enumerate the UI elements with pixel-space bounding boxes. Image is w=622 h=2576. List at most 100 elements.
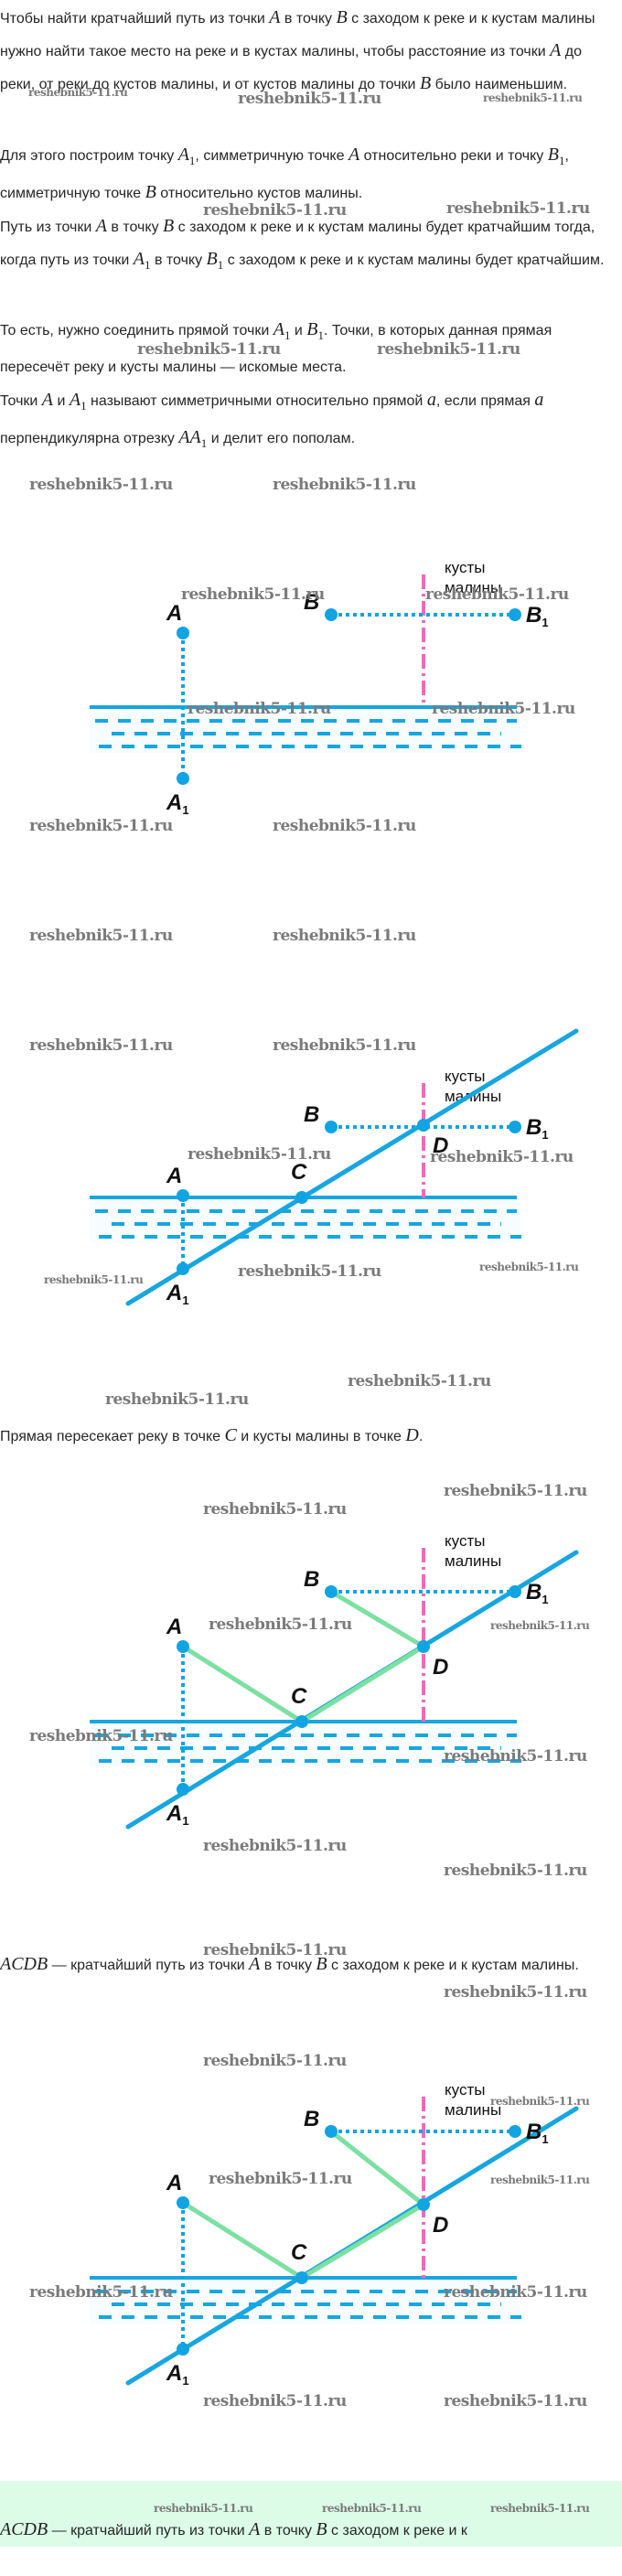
label-a1: A1: [166, 1281, 189, 1307]
point-d: [417, 1640, 430, 1653]
point-c: [295, 2271, 308, 2284]
math-var: a: [426, 390, 436, 410]
math-var: A: [95, 216, 107, 236]
point-a: [177, 627, 189, 639]
watermark: reshebnik5-11.ru: [188, 700, 331, 718]
watermark: reshebnik5-11.ru: [203, 1500, 347, 1519]
math-letter: B: [306, 319, 318, 339]
point-b: [325, 2125, 338, 2138]
text: относительно кустов малины.: [156, 186, 363, 201]
text: . Точки, в которых данная прямая пересеч…: [0, 323, 552, 375]
point-a1: [177, 772, 189, 785]
math-var: A: [269, 7, 281, 27]
point-a: [177, 1640, 189, 1653]
math-letter: B: [206, 249, 218, 269]
math-var: A1: [70, 390, 87, 413]
watermark: reshebnik5-11.ru: [273, 817, 416, 835]
paragraph-answer: ACDB — кратчайший путь из точки A в точк…: [0, 2514, 618, 2547]
bushes-label: кусты: [445, 1532, 485, 1550]
label-a1: A1: [166, 790, 189, 817]
text: относительно реки и точку: [359, 148, 548, 164]
watermark: reshebnik5-11.ru: [29, 1727, 173, 1745]
text: называют симметричными относительно прям…: [86, 393, 427, 409]
watermark: reshebnik5-11.ru: [430, 1148, 574, 1166]
label-a1-subscript: 1: [182, 803, 188, 817]
label-b1-subscript: 1: [542, 1128, 548, 1142]
watermark: reshebnik5-11.ru: [44, 1273, 144, 1286]
text: в точку: [260, 1958, 316, 1973]
watermark: reshebnik5-11.ru: [181, 585, 325, 604]
math-var: A: [550, 40, 562, 60]
line-a1-b1: [125, 1028, 579, 1306]
text: и кусты малины в точке: [236, 1429, 406, 1444]
paragraph-shortest-path: Путь из точки A в точку B с заходом к ре…: [0, 210, 618, 281]
watermark: reshebnik5-11.ru: [29, 927, 173, 945]
watermark: reshebnik5-11.ru: [29, 1036, 173, 1055]
paragraph-connect: То есть, нужно соединить прямой точки A1…: [0, 314, 618, 383]
watermark: reshebnik5-11.ru: [209, 2170, 352, 2188]
bushes-label: кусты: [445, 2081, 485, 2098]
watermark: reshebnik5-11.ru: [188, 1145, 331, 1164]
math-var: A: [249, 2519, 261, 2539]
text: Прямая пересекает реку в точке: [0, 1429, 225, 1444]
point-b1: [509, 1121, 521, 1133]
text: , симметричную точке: [0, 148, 569, 201]
label-b: B: [304, 1102, 319, 1127]
text: Чтобы найти кратчайший путь из точки: [0, 11, 270, 27]
label-b1-subscript: 1: [542, 2132, 548, 2146]
paragraph-intro: Чтобы найти кратчайший путь из точки A в…: [0, 2, 618, 101]
label-b: B: [304, 2107, 319, 2131]
text: с заходом к реке и к кустам малины будет…: [223, 252, 605, 268]
watermark: reshebnik5-11.ru: [238, 1262, 381, 1281]
label-a1-subscript: 1: [182, 1293, 188, 1307]
text: и: [53, 393, 70, 409]
watermark: reshebnik5-11.ru: [444, 1983, 587, 2002]
watermark: reshebnik5-11.ru: [444, 2392, 587, 2410]
label-d: D: [433, 1655, 448, 1680]
watermark: reshebnik5-11.ru: [238, 90, 381, 108]
math-letter: AA: [178, 427, 201, 447]
math-var: A1: [177, 145, 196, 167]
math-var: B: [316, 2519, 327, 2539]
text: , симметричную точке: [195, 148, 349, 164]
math-var: B: [419, 73, 432, 93]
text: с заходом к реке и к кустам малины нужно…: [0, 11, 595, 59]
text: с заходом к реке и к кустам малины будет…: [0, 220, 595, 268]
text: перпендикулярна отрезку: [0, 431, 179, 446]
point-b: [325, 1121, 338, 1133]
point-c: [295, 1191, 308, 1204]
watermark: reshebnik5-11.ru: [273, 476, 416, 494]
paragraph-construction: Для этого построим точку A1, симметричну…: [0, 139, 618, 209]
paragraph-definition: Точки A и A1 называют симметричными отно…: [0, 384, 618, 459]
watermark: reshebnik5-11.ru: [490, 1619, 590, 1632]
watermark: reshebnik5-11.ru: [273, 1036, 416, 1055]
math-letter: A: [133, 249, 145, 269]
bushes-label: кусты: [445, 1068, 485, 1085]
label-b1: B1: [526, 1115, 549, 1142]
watermark: reshebnik5-11.ru: [105, 1390, 249, 1409]
label-c: C: [291, 1160, 307, 1185]
point-b: [325, 1585, 338, 1598]
watermark: reshebnik5-11.ru: [432, 700, 575, 718]
bushes-label: кусты: [445, 559, 485, 576]
label-b: B: [304, 590, 319, 615]
watermark: reshebnik5-11.ru: [446, 199, 590, 218]
watermark: reshebnik5-11.ru: [483, 91, 583, 104]
math-var: AA1: [178, 427, 207, 450]
point-a1: [177, 1783, 189, 1796]
bushes-label: малины: [445, 2101, 501, 2119]
math-var: B: [336, 7, 348, 27]
label-c: C: [291, 2240, 307, 2265]
math-var: B1: [548, 145, 565, 167]
math-letter: A: [177, 145, 189, 165]
watermark: reshebnik5-11.ru: [348, 1372, 491, 1390]
label-a: A: [166, 1615, 182, 1639]
math-var: A1: [133, 249, 151, 272]
math-var: A: [348, 145, 360, 165]
point-b1: [509, 2125, 521, 2138]
text: и: [290, 323, 307, 338]
